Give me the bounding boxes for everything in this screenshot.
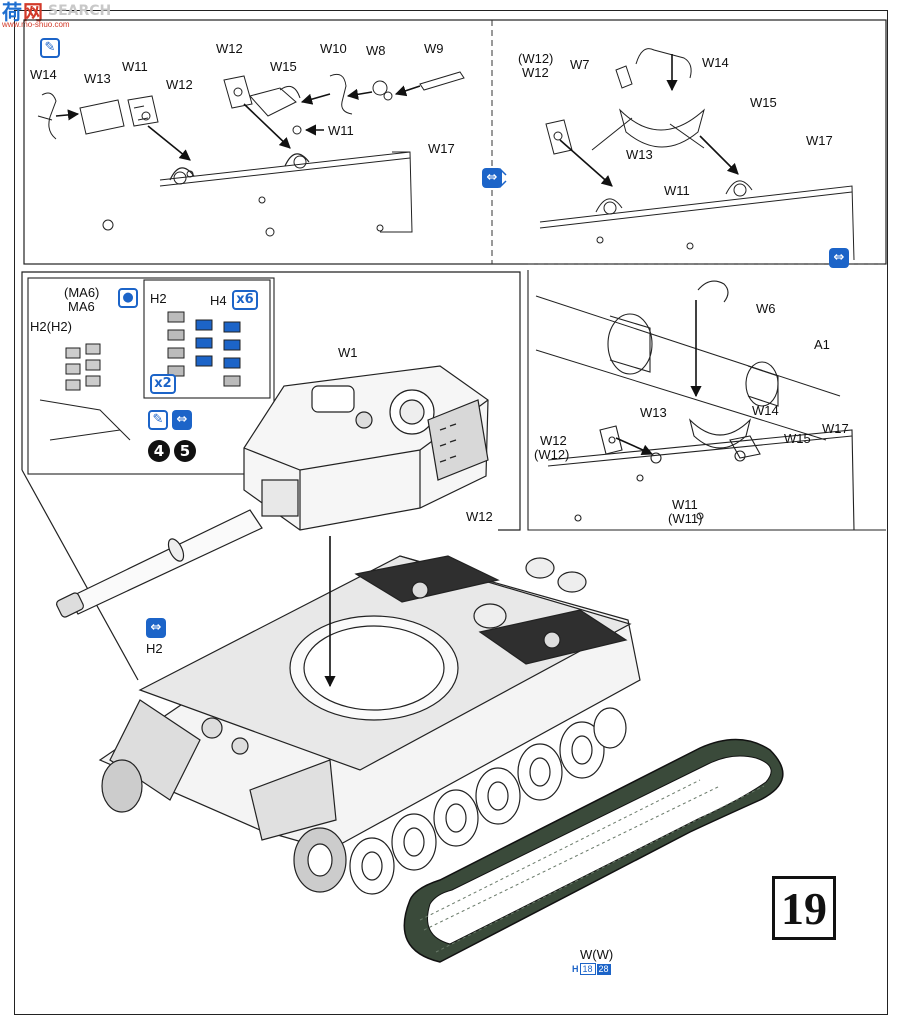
label-w12-midright: W12 xyxy=(540,433,567,448)
glue-drop-icon: ● xyxy=(118,288,138,308)
mirror-symmetry-icon: ⇔ xyxy=(482,168,502,188)
label-w12-topright: W12 xyxy=(522,65,549,80)
label-w14-topright: W14 xyxy=(702,55,729,70)
track-run xyxy=(403,738,784,963)
mirror-symmetry-icon: ⇔ xyxy=(172,410,192,430)
label-w11-topright: W11 xyxy=(664,183,690,198)
mid-right-detail-panel xyxy=(527,270,886,531)
hull-side-right-detail xyxy=(539,48,855,261)
step-ref-5: 5 xyxy=(174,440,196,462)
watermark-url: www.mo-shuo.com xyxy=(2,20,70,29)
label-w7-topright: W7 xyxy=(570,57,590,72)
label-w11-midright: W11 xyxy=(672,497,698,512)
road-wheels xyxy=(101,707,627,895)
part-code-letter: H xyxy=(572,964,579,974)
label-w14-topleft: W14 xyxy=(30,67,57,82)
label-h2-main: H2 xyxy=(146,641,163,656)
top-detail-panel xyxy=(23,19,887,265)
mirror-symmetry-icon: ⇔ xyxy=(829,248,849,268)
turret xyxy=(243,365,489,531)
part-code-a: 18 xyxy=(579,963,596,975)
label-w17-midright: W17 xyxy=(822,421,849,436)
mid-right-arrows xyxy=(615,300,702,456)
inset-track-links xyxy=(39,311,241,441)
label-w11-topleft-b: W11 xyxy=(328,123,354,138)
page-frame xyxy=(14,10,888,1015)
hull-side-left-detail xyxy=(37,71,465,237)
gun-barrel xyxy=(56,509,263,618)
label-w10-topleft: W10 xyxy=(320,41,347,56)
label-w14-midright: W14 xyxy=(752,403,779,418)
part-code-b: 28 xyxy=(596,963,611,975)
label-w15-topleft: W15 xyxy=(270,59,297,74)
label-w15-midright: W15 xyxy=(784,431,811,446)
label-w17-topright: W17 xyxy=(806,133,833,148)
quantity-x2-badge: x2 xyxy=(150,374,176,394)
label-w1-main: W1 xyxy=(338,345,358,360)
label-w13-topright: W13 xyxy=(626,147,653,162)
label-w8-topleft: W8 xyxy=(366,43,386,58)
label-w12-topleft-a: W12 xyxy=(166,77,193,92)
step-number-box: 19 xyxy=(772,876,836,940)
label-w6-midright: W6 xyxy=(756,301,776,316)
label-h2-h2-inset: H2(H2) xyxy=(30,319,72,334)
watermark-search-text: SEARCH xyxy=(48,3,112,19)
step-ref-4: 4 xyxy=(148,440,170,462)
label-w13-midright: W13 xyxy=(640,405,667,420)
label-h4-inset: H4 xyxy=(210,293,227,308)
mirror-symmetry-icon: ⇔ xyxy=(146,618,166,638)
label-track-main: W(W) xyxy=(580,947,614,962)
label-w12-paren-midright: (W12) xyxy=(534,447,570,462)
watermark-logo: 荷网 SEARCH xyxy=(2,2,111,32)
label-w12-paren-topright: (W12) xyxy=(518,51,554,66)
watermark-logo-text: 荷网 xyxy=(2,0,44,24)
label-w9-topleft: W9 xyxy=(424,41,444,56)
label-ma6-paren-inset: (MA6) xyxy=(64,285,100,300)
quantity-x6-badge: x6 xyxy=(232,290,258,310)
label-w11-paren-midright: (W11) xyxy=(668,511,703,526)
label-w13-topleft: W13 xyxy=(84,71,111,86)
label-w12-main: W12 xyxy=(466,509,493,524)
label-w15-topright: W15 xyxy=(750,95,777,110)
top-right-arrows xyxy=(559,54,739,187)
callout-outline xyxy=(21,271,521,681)
label-ma6-inset: MA6 xyxy=(68,299,95,314)
tank-hull xyxy=(98,555,641,851)
track-part-code: H 18 28 xyxy=(572,963,611,975)
label-w17-topleft: W17 xyxy=(428,141,455,156)
label-a1-midright: A1 xyxy=(814,337,830,352)
paint-brush-icon: ✎ xyxy=(40,38,60,58)
label-w11-topleft-a: W11 xyxy=(122,59,148,74)
top-left-arrows xyxy=(55,85,421,161)
label-h2-inset: H2 xyxy=(150,291,167,306)
label-w12-topleft-b: W12 xyxy=(216,41,243,56)
paint-brush-icon: ✎ xyxy=(148,410,168,430)
